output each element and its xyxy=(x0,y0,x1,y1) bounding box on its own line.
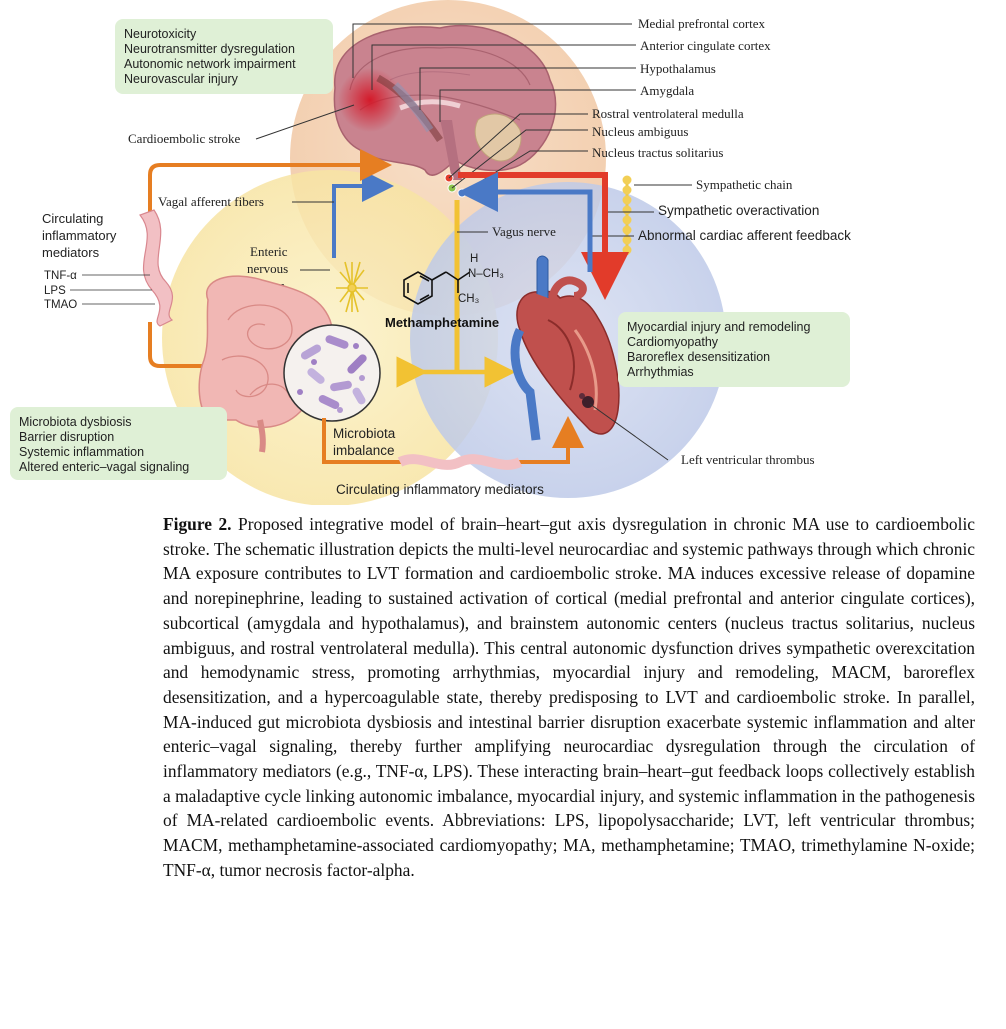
caption-text: Proposed integrative model of brain–hear… xyxy=(163,514,975,880)
heart-effect-4: Arrhythmias xyxy=(627,365,694,379)
brain-effects-box xyxy=(115,19,333,94)
region-nts: Nucleus tractus solitarius xyxy=(592,145,723,160)
blood-vessel-bottom xyxy=(397,454,523,470)
mediator-tmao: TMAO xyxy=(44,299,77,311)
region-amygdala: Amygdala xyxy=(640,83,694,98)
heart-effects-box xyxy=(618,312,850,387)
heart-effect-3: Baroreflex desensitization xyxy=(627,350,770,364)
heart-illustration xyxy=(510,255,620,441)
lv-thrombus-leader xyxy=(589,403,669,461)
region-hypothalamus: Hypothalamus xyxy=(640,61,716,76)
circulating-left-line xyxy=(148,322,212,368)
brain-effect-3: Autonomic network impairment xyxy=(124,57,296,71)
brain-effect-4: Neurovascular injury xyxy=(124,72,239,86)
molecule-h: H xyxy=(470,253,478,265)
region-rvlm: Rostral ventrolateral medulla xyxy=(592,106,744,121)
microbiota-line-1: Microbiota xyxy=(333,426,396,441)
brain-heart-gut-diagram: Neurotoxicity Neurotransmitter dysregula… xyxy=(10,0,851,505)
microbiota-magnifier xyxy=(283,324,381,422)
gut-effect-2: Barrier disruption xyxy=(19,430,114,444)
circulating-top-arrow xyxy=(148,149,392,222)
region-anterior-cingulate: Anterior cingulate cortex xyxy=(640,38,771,53)
cardiac-feedback-arrow xyxy=(458,172,593,272)
region-medial-prefrontal: Medial prefrontal cortex xyxy=(638,16,766,31)
mediator-tnf: TNF-α xyxy=(44,270,77,282)
heart-effect-1: Myocardial injury and remodeling xyxy=(627,320,810,334)
vagal-afferent-arrow xyxy=(332,170,394,258)
lv-thrombus-label: Left ventricular thrombus xyxy=(681,452,815,467)
gut-effects-box xyxy=(10,407,227,480)
sympathetic-arrow xyxy=(458,172,629,300)
microbiota-line-2: imbalance xyxy=(333,443,395,458)
gut-effect-4: Altered enteric–vagal signaling xyxy=(19,460,189,474)
molecule-nch3: N–CH₃ xyxy=(468,268,504,280)
vagal-afferent-label: Vagal afferent fibers xyxy=(158,194,264,209)
heart-effect-2: Cardiomyopathy xyxy=(627,335,719,349)
molecule-name: Methamphetamine xyxy=(385,315,499,330)
circulating-bottom-label: Circulating inflammatory mediators xyxy=(336,482,544,497)
cardioembolic-stroke-label: Cardioembolic stroke xyxy=(128,131,241,146)
circulating-mediators-line-3: mediators xyxy=(42,245,100,260)
enteric-neuron-icon xyxy=(336,261,368,313)
sympathetic-chain-label: Sympathetic chain xyxy=(696,177,793,192)
gut-effect-1: Microbiota dysbiosis xyxy=(19,415,132,429)
enteric-line-1: Enteric xyxy=(250,244,288,259)
vagus-nerve-label: Vagus nerve xyxy=(492,224,556,239)
figure-caption: Figure 2. Proposed integrative model of … xyxy=(163,512,975,883)
enteric-line-2: nervous xyxy=(247,261,288,276)
region-nucleus-ambiguus: Nucleus ambiguus xyxy=(592,124,688,139)
gut-effect-3: Systemic inflammation xyxy=(19,445,144,459)
brain-effect-2: Neurotransmitter dysregulation xyxy=(124,42,295,56)
blood-vessel-left xyxy=(139,209,174,327)
stroke-leader xyxy=(255,104,355,140)
molecule-ch3: CH₃ xyxy=(458,293,480,305)
brain-effect-1: Neurotoxicity xyxy=(124,27,197,41)
methamphetamine-structure xyxy=(403,271,471,305)
mediator-lps: LPS xyxy=(44,285,66,297)
sympathetic-overactivation-label: Sympathetic overactivation xyxy=(658,203,819,218)
circulating-mediators-line-2: inflammatory xyxy=(42,228,117,243)
cardiac-feedback-label: Abnormal cardiac afferent feedback xyxy=(638,228,851,243)
caption-label: Figure 2. xyxy=(163,514,232,534)
brain-illustration xyxy=(333,24,557,180)
circulating-mediators-line-1: Circulating xyxy=(42,211,103,226)
brain-region-leaders xyxy=(352,23,636,194)
